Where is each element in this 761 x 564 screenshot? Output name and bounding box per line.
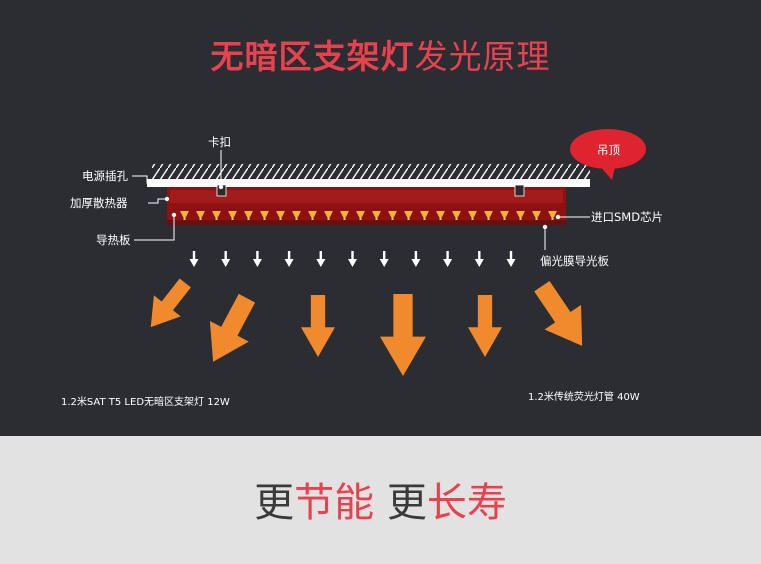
down-arrow-icon xyxy=(348,251,357,267)
smd-chip xyxy=(372,211,381,220)
dot-power xyxy=(149,180,155,186)
speech-bubble-icon: 吊顶 xyxy=(570,129,646,180)
smd-chip xyxy=(308,211,317,220)
smd-chip xyxy=(324,211,333,220)
leader-heat xyxy=(148,198,167,204)
smd-chip xyxy=(388,211,397,220)
ceiling-plate xyxy=(147,179,590,187)
smd-chip xyxy=(452,211,461,220)
ceiling-hatch xyxy=(152,164,590,179)
down-arrow-icon xyxy=(221,251,231,267)
slogan: 更节能 更长寿 xyxy=(0,470,761,528)
down-arrow-icon xyxy=(252,251,262,267)
light-guide-plate xyxy=(167,220,566,225)
down-arrow-icon xyxy=(189,251,199,267)
smd-chip xyxy=(244,211,253,220)
label-power-hole: 电源插孔 xyxy=(82,169,128,183)
orange-arrow-icon xyxy=(380,294,426,376)
clip-right xyxy=(514,184,525,197)
smd-chip xyxy=(468,211,477,220)
orange-arrow-icon xyxy=(301,295,335,357)
label-heat-plate: 导热板 xyxy=(96,233,131,247)
slogan-4: 长寿 xyxy=(426,480,507,526)
smd-chip xyxy=(196,211,205,220)
small-arrow-row xyxy=(189,251,516,267)
smd-chip xyxy=(292,211,301,220)
dot-heat xyxy=(164,196,170,202)
label-heat-sink: 加厚散热器 xyxy=(70,196,128,210)
slogan-1: 更 xyxy=(254,480,295,526)
smd-chip xyxy=(180,211,189,220)
smd-chip xyxy=(516,211,525,220)
lamp-diagram: 卡扣 电源插孔 加厚散热器 导热板 进口SMD芯片 偏光膜导光板 吊顶 1.2米… xyxy=(61,129,663,408)
smd-chip xyxy=(276,211,285,220)
down-arrow-icon xyxy=(443,251,453,267)
smd-chip xyxy=(532,211,541,220)
orange-arrow-icon xyxy=(150,278,191,328)
smd-chip xyxy=(228,211,237,220)
label-smd-chip: 进口SMD芯片 xyxy=(591,210,663,224)
dot-clip xyxy=(218,184,224,190)
slogan-3: 更 xyxy=(374,480,427,526)
caption-left: 1.2米SAT T5 LED无暗区支架灯 12W xyxy=(61,395,230,408)
leader-plate xyxy=(134,215,175,241)
down-arrow-icon xyxy=(379,251,389,267)
smd-chip xyxy=(420,211,429,220)
page-title: 无暗区支架灯发光原理 xyxy=(0,30,761,78)
smd-chip xyxy=(260,211,269,220)
dot-guide xyxy=(542,224,548,230)
smd-chip xyxy=(356,211,365,220)
orange-arrow-icon xyxy=(534,280,583,346)
orange-arrow-row xyxy=(150,278,583,376)
down-arrow-icon xyxy=(411,251,421,267)
down-arrow-icon xyxy=(506,251,516,267)
label-ceiling: 吊顶 xyxy=(597,143,620,157)
caption-right: 1.2米传统荧光灯管 40W xyxy=(528,390,640,403)
slogan-2: 节能 xyxy=(294,480,375,526)
down-arrow-icon xyxy=(474,251,484,267)
smd-chip-row xyxy=(180,211,557,220)
down-arrow-icon xyxy=(316,251,326,267)
heat-sink-inner xyxy=(170,190,563,203)
smd-chip xyxy=(484,211,493,220)
label-light-guide: 偏光膜导光板 xyxy=(540,254,609,268)
orange-arrow-icon xyxy=(468,295,502,357)
label-clip: 卡扣 xyxy=(208,135,231,149)
diagram-panel: 无暗区支架灯发光原理 xyxy=(0,0,761,436)
smd-chip xyxy=(436,211,445,220)
dot-smd xyxy=(555,214,561,220)
dot-plate xyxy=(171,212,177,218)
smd-chip xyxy=(548,211,557,220)
down-arrow-icon xyxy=(284,251,294,267)
leader-power xyxy=(132,175,152,184)
smd-chip xyxy=(404,211,413,220)
smd-chip xyxy=(500,211,509,220)
title-bold: 无暗区支架灯 xyxy=(210,37,415,76)
smd-chip xyxy=(340,211,349,220)
title-light: 发光原理 xyxy=(414,37,551,76)
smd-chip xyxy=(212,211,221,220)
orange-arrow-icon xyxy=(209,293,256,362)
